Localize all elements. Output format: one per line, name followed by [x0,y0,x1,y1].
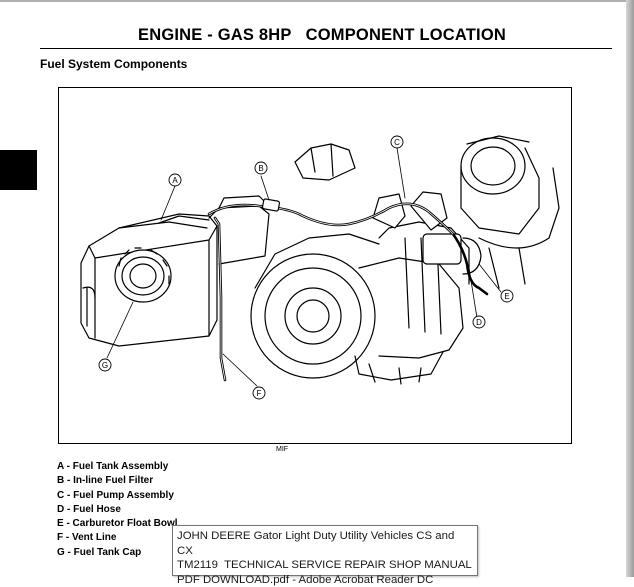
legend-item-d: D - Fuel Hose [57,503,121,515]
legend-item-f: F - Vent Line [57,532,117,544]
chapter-tab-marker [0,150,37,190]
callout-letters: A B C D E F G [102,138,510,398]
callout-f: F [257,389,262,398]
tooltip-line-2: TM2119 TECHNICAL SERVICE REPAIR SHOP MAN… [177,559,472,572]
fuel-lines-drawing [207,202,489,382]
callout-leader-lines [106,147,502,387]
legend-item-e: E - Carburetor Float Bowl [57,518,178,530]
tooltip-line-1: JOHN DEERE Gator Light Duty Utility Vehi… [177,530,455,557]
legend-item-b: B - In-line Fuel Filter [57,475,154,487]
callout-circles [98,135,514,400]
callout-d: D [476,318,482,327]
engine-fuel-system-illustration: A B C D E F G [80,135,560,400]
page-title: ENGINE - GAS 8HP COMPONENT LOCATION [138,26,506,44]
inline-fuel-filter-drawing [261,198,281,212]
title-rule [40,48,612,49]
legend-item-a: A - Fuel Tank Assembly [57,461,169,472]
section-heading: Fuel System Components [40,57,188,71]
page-top-edge [0,0,634,2]
page-right-edge [626,0,634,577]
callout-g: G [102,361,108,370]
carburetor-drawing [294,143,482,275]
fuel-tank-drawing [80,195,270,347]
callout-a: A [172,176,178,185]
tooltip-line-3: PDF DOWNLOAD.pdf - Adobe Acrobat Reader … [177,573,434,586]
component-legend: A - Fuel Tank Assembly B - In-line Fuel … [57,460,178,560]
legend-item-g: G - Fuel Tank Cap [57,546,142,558]
engine-block-drawing [250,221,470,385]
fuel-tank-cap-drawing [114,247,172,303]
callout-b: B [258,164,263,173]
figure-code: MIF [276,446,289,453]
air-cleaner-drawing [460,135,560,289]
figure-frame: A B C D E F G [58,87,572,444]
legend-item-c: C - Fuel Pump Assembly [57,489,174,501]
window-title-tooltip: JOHN DEERE Gator Light Duty Utility Vehi… [172,525,478,586]
callout-e: E [504,292,509,301]
callout-c: C [394,138,400,147]
